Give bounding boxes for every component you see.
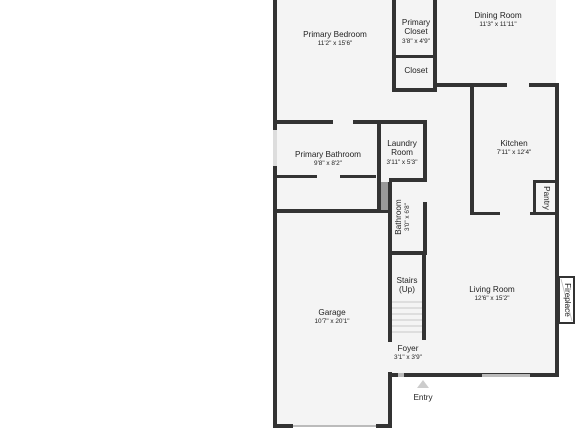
room-name: (Up) <box>399 285 415 295</box>
label-entry: Entry <box>403 393 443 402</box>
label-primary-bedroom: Primary Bedroom 11'2" x 15'6" <box>285 30 385 48</box>
door-bedroom <box>333 120 353 124</box>
door-entry <box>398 373 404 377</box>
wall-kitchen-left <box>470 83 474 215</box>
wall-top-right <box>529 83 559 87</box>
wall-closet-left <box>392 0 396 92</box>
room-dimensions: 3'0" x 6'8" <box>404 203 412 231</box>
label-foyer: Foyer 3'1" x 3'9" <box>388 344 428 362</box>
room-name: Kitchen <box>500 139 528 148</box>
floor-right <box>426 0 556 376</box>
room-dimensions: 7'11" x 12'4" <box>496 149 532 157</box>
room-dimensions: 3'8" x 4'9" <box>402 37 430 45</box>
label-pantry: Pantry <box>539 180 551 216</box>
label-primary-closet: Primary Closet 3'8" x 4'9" <box>396 18 436 45</box>
wall-closet-mid <box>392 55 437 58</box>
label-primary-bathroom: Primary Bathroom 9'8" x 8'2" <box>280 150 376 168</box>
room-name: Entry <box>413 393 433 402</box>
label-bathroom: Bathroom 3'0" x 6'8" <box>394 190 416 244</box>
wall-right-outer <box>555 84 559 377</box>
hatch-area <box>381 182 389 210</box>
room-dimensions: 9'8" x 8'2" <box>314 160 342 168</box>
wall-laundry-bottom <box>389 178 427 182</box>
wall-stairs-left <box>388 182 392 342</box>
room-name: Closet <box>404 66 428 75</box>
label-kitchen: Kitchen 7'11" x 12'4" <box>474 139 554 157</box>
wall-pantry <box>533 180 557 183</box>
garage-door <box>293 425 376 427</box>
wall-left-outer <box>273 0 277 428</box>
wall-pantry-left <box>533 180 536 215</box>
wall-bath-bottom <box>273 175 317 178</box>
wall-closet-right <box>433 0 437 92</box>
fireplace-hatch <box>560 278 573 322</box>
room-name: Room <box>391 148 413 158</box>
wall-bathroom-right <box>423 202 427 252</box>
room-dimensions: 3'11" x 5'3" <box>386 158 418 166</box>
room-name: Closet <box>404 27 428 37</box>
room-name: Garage <box>318 308 346 317</box>
wall-kitchen-bottom-2 <box>530 212 559 215</box>
floor-garage <box>277 212 389 426</box>
label-fireplace: Fireplace <box>560 276 572 324</box>
label-stairs: Stairs (Up) <box>392 276 422 295</box>
wall-bottom-garage <box>273 424 293 428</box>
room-dimensions: 10'7" x 20'1" <box>314 318 350 326</box>
wall-stairs-right <box>422 255 426 340</box>
room-name: Primary <box>401 18 431 27</box>
room-dimensions: 3'1" x 3'9" <box>394 354 422 362</box>
label-living-room: Living Room 12'6" x 15'2" <box>452 285 532 303</box>
wall-bath-right <box>377 120 381 213</box>
window-bath <box>273 130 277 166</box>
room-name: Primary Bedroom <box>303 30 367 39</box>
room-name: Fireplace <box>563 283 572 317</box>
room-name: Dining Room <box>474 11 522 20</box>
wall-bottom-garage-2 <box>376 424 392 428</box>
wall-right-garage <box>388 372 392 428</box>
stair-treads <box>392 301 422 333</box>
room-name: Foyer <box>397 344 419 353</box>
wall-laundry-right <box>423 120 427 182</box>
room-name: Primary Bathroom <box>295 150 361 159</box>
room-name: Living Room <box>469 285 515 294</box>
wall-bath-lower <box>273 209 392 213</box>
wall-kitchen-bottom <box>470 212 500 215</box>
label-garage: Garage 10'7" x 20'1" <box>292 308 372 326</box>
wall-closet-bottom <box>392 88 437 92</box>
label-dining-room: Dining Room 11'3" x 11'11" <box>448 11 548 29</box>
entry-arrow <box>417 380 429 388</box>
room-name: Bathroom <box>394 199 403 235</box>
room-dimensions: 12'6" x 15'2" <box>474 295 510 303</box>
room-dimensions: 11'2" x 15'6" <box>317 40 353 48</box>
window-bottom-living <box>482 374 530 377</box>
room-dimensions: 11'3" x 11'11" <box>479 21 517 29</box>
label-laundry-room: Laundry Room 3'11" x 5'3" <box>381 139 423 166</box>
room-name: Stairs <box>396 276 418 285</box>
room-name: Pantry <box>542 186 551 210</box>
wall-bottom-living <box>388 373 558 377</box>
wall-bathroom-bottom <box>388 251 427 255</box>
room-name: Laundry <box>387 139 417 148</box>
floor-stairs-foyer <box>389 212 426 376</box>
label-closet: Closet <box>396 66 436 75</box>
wall-bath-bottom-2 <box>340 175 376 178</box>
